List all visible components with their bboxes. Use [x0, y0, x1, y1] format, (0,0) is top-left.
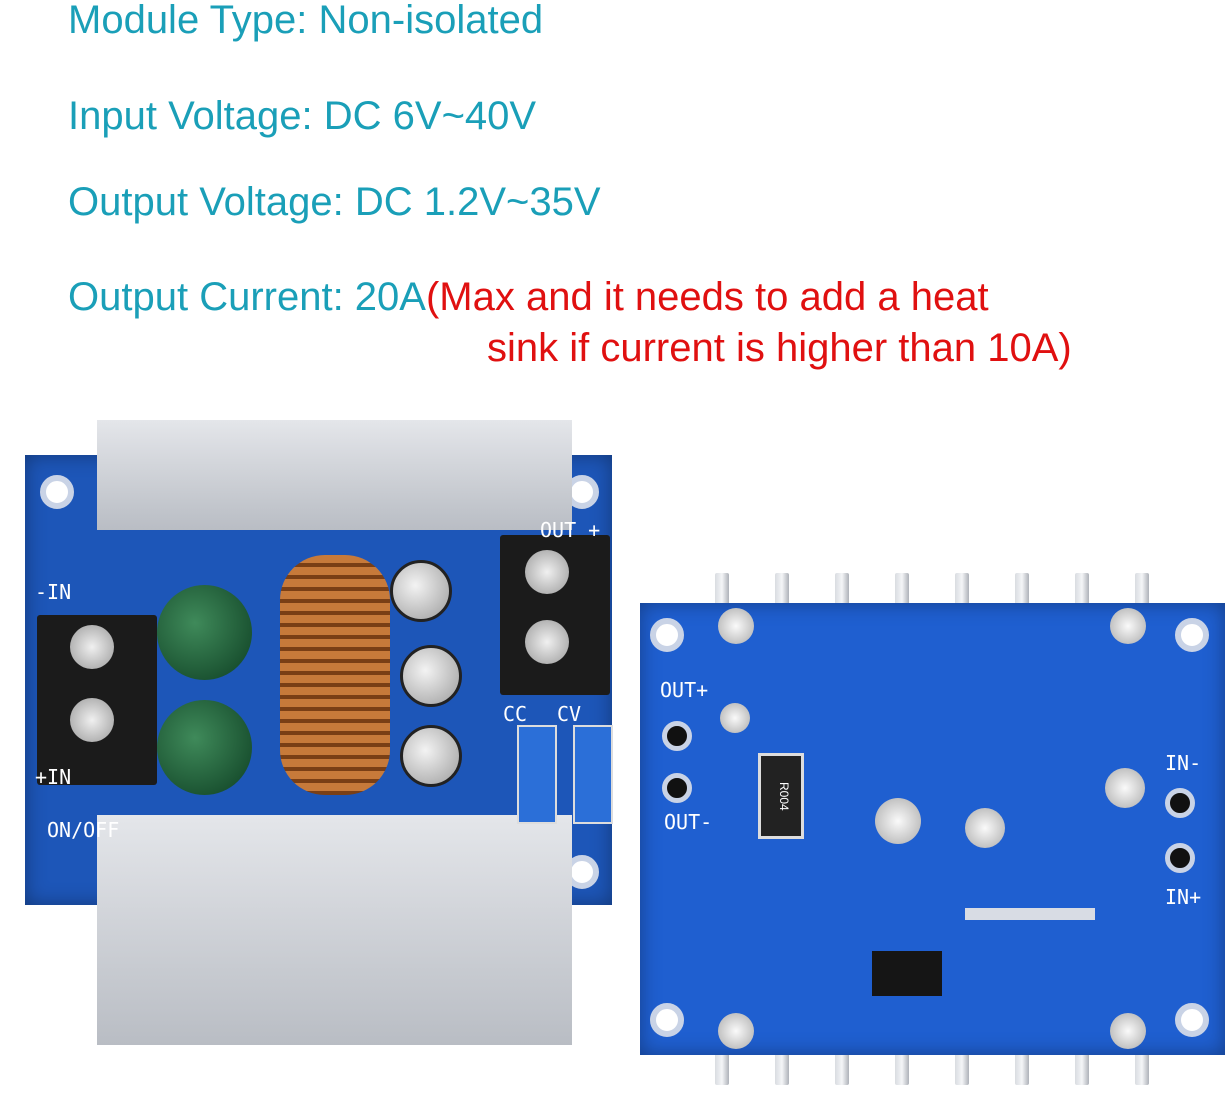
in-pos-label: IN+: [1165, 885, 1202, 909]
capacitor: [400, 725, 462, 787]
bottom-heatsink: [97, 815, 572, 1045]
mount-hole: [650, 1003, 684, 1037]
top-heatsink: [97, 420, 572, 530]
output-current-note-line2: sink if current is higher than 10A): [487, 326, 1072, 370]
screw-icon: [525, 620, 569, 664]
capacitor: [390, 560, 452, 622]
heatsink-fin: [1015, 1053, 1029, 1085]
heatsink-fin: [835, 573, 849, 605]
out-neg-hole: [662, 773, 692, 803]
inductor-coil: [280, 555, 390, 795]
output-voltage-spec: Output Voltage: DC 1.2V~35V: [68, 180, 601, 224]
input-voltage-spec: Input Voltage: DC 6V~40V: [68, 94, 537, 138]
heatsink-fin: [955, 573, 969, 605]
mount-hole: [650, 618, 684, 652]
shunt-resistor: R004: [758, 753, 804, 839]
screw-icon: [1110, 608, 1146, 644]
control-ic: [872, 951, 942, 996]
capacitor: [157, 700, 252, 795]
solder-pad: [875, 798, 921, 844]
cc-potentiometer[interactable]: [517, 725, 557, 824]
cv-label: CV: [557, 702, 582, 726]
mount-hole: [40, 475, 74, 509]
cc-label: CC: [503, 702, 528, 726]
heatsink-fin: [895, 573, 909, 605]
solder-pad: [965, 808, 1005, 848]
screw-icon: [70, 698, 114, 742]
heatsink-fin: [715, 573, 729, 605]
solder-pad: [1105, 768, 1145, 808]
in-neg-hole: [1165, 788, 1195, 818]
screw-icon: [525, 550, 569, 594]
screw-icon: [718, 608, 754, 644]
heatsink-fin: [775, 1053, 789, 1085]
heatsink-fin: [1135, 573, 1149, 605]
output-current-note-line1: (Max and it needs to add a heat: [425, 275, 989, 319]
cv-potentiometer[interactable]: [573, 725, 613, 824]
heatsink-fin: [1135, 1053, 1149, 1085]
module-type-spec: Module Type: Non-isolated: [68, 0, 544, 42]
heatsink-fin: [835, 1053, 849, 1085]
silk-bar: [965, 908, 1095, 920]
out-pos-label: OUT+: [660, 678, 709, 702]
heatsink-fin: [895, 1053, 909, 1085]
heatsink-fin: [1015, 573, 1029, 605]
capacitor: [400, 645, 462, 707]
heatsink-fin: [955, 1053, 969, 1085]
on-off-label: ON/OFF: [47, 818, 120, 842]
in-neg-label: IN-: [1165, 751, 1202, 775]
screw-icon: [70, 625, 114, 669]
in-pos-hole: [1165, 843, 1195, 873]
mount-hole: [1175, 618, 1209, 652]
front-board: OUT + -IN +IN ON/OFF CC CV: [25, 420, 615, 1050]
out-neg-label: OUT-: [664, 810, 713, 834]
out-pos-hole: [662, 721, 692, 751]
out-label: OUT +: [540, 518, 601, 542]
output-current-spec: Output Current: 20A(Max and it needs to …: [68, 275, 989, 320]
heatsink-fin: [1075, 1053, 1089, 1085]
heatsink-fin: [775, 573, 789, 605]
in-pos-label: +IN: [35, 765, 72, 789]
back-board: R004 OUT+ OUT- IN- IN+: [640, 573, 1230, 1088]
solder-pad: [720, 703, 750, 733]
screw-icon: [1110, 1013, 1146, 1049]
in-neg-label: -IN: [35, 580, 72, 604]
heatsink-fin: [715, 1053, 729, 1085]
screw-icon: [718, 1013, 754, 1049]
capacitor: [157, 585, 252, 680]
output-current-value: Output Current: 20A: [68, 275, 426, 319]
heatsink-fin: [1075, 573, 1089, 605]
mount-hole: [1175, 1003, 1209, 1037]
